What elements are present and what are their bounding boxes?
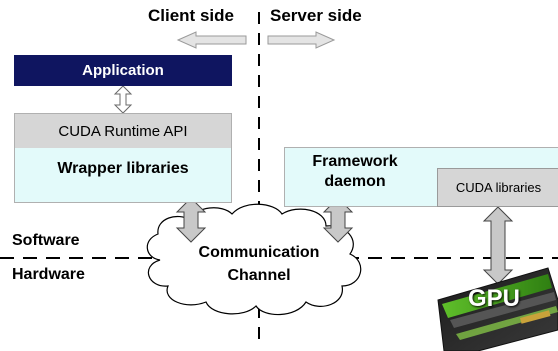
client-side-label: Client side xyxy=(148,6,234,25)
framework-daemon-line1: Framework xyxy=(312,153,398,170)
framework-daemon-line2: daemon xyxy=(324,173,386,190)
application-label: Application xyxy=(82,62,164,79)
hardware-label: Hardware xyxy=(12,266,85,283)
daemon-channel-arrow-icon xyxy=(322,197,354,243)
software-label: Software xyxy=(12,232,80,249)
cuda-runtime-api-box: CUDA Runtime API xyxy=(15,114,231,149)
left-arrow-icon xyxy=(176,31,247,49)
app-runtime-arrow-icon xyxy=(113,85,133,114)
application-box: Application xyxy=(14,55,232,86)
channel-line2: Channel xyxy=(227,267,291,284)
cuda-runtime-api-label: CUDA Runtime API xyxy=(58,122,188,140)
cuda-libraries-box: CUDA libraries xyxy=(437,168,558,207)
gpu-label: GPU xyxy=(468,285,521,312)
channel-line1: Communication xyxy=(198,244,320,261)
communication-channel-label: Communication Channel xyxy=(184,241,334,287)
client-library-stack: CUDA Runtime API Wrapper libraries xyxy=(14,113,232,203)
cuda-libraries-label: CUDA libraries xyxy=(455,180,542,195)
server-side-label: Server side xyxy=(270,6,362,25)
wrapper-channel-arrow-icon xyxy=(175,197,207,243)
wrapper-libraries-box: Wrapper libraries xyxy=(15,148,231,202)
framework-daemon-label: Framework daemon xyxy=(299,152,411,192)
wrapper-libraries-label: Wrapper libraries xyxy=(57,160,189,177)
right-arrow-icon xyxy=(267,31,336,49)
cudalib-gpu-arrow-icon xyxy=(482,206,514,285)
gpu-card-icon xyxy=(437,267,558,351)
